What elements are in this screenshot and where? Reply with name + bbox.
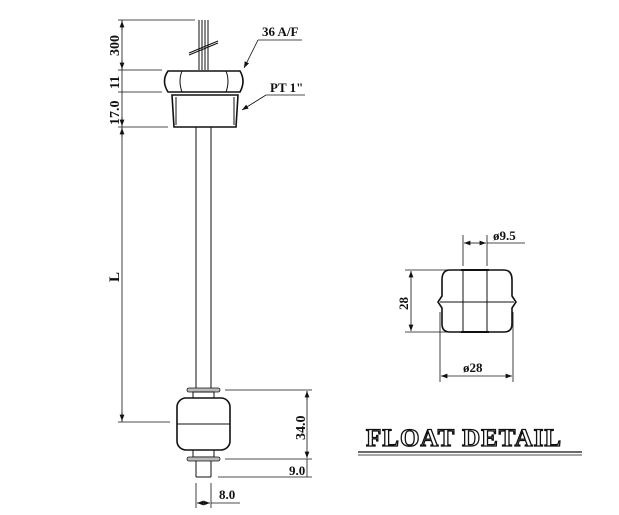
nut-size-label: 36 A/F bbox=[262, 24, 299, 39]
dim-thread-height: 17.0 bbox=[108, 101, 123, 126]
thread-body bbox=[171, 94, 239, 128]
float-detail-title: FLOAT DETAIL bbox=[366, 425, 562, 452]
float-span-dimension: 34.0 9.0 bbox=[218, 389, 312, 478]
stem-diameter-dimension: 8.0 bbox=[195, 483, 240, 508]
dim-float-span: 34.0 bbox=[294, 416, 309, 441]
stem bbox=[195, 127, 212, 388]
float-detail-view: ø9.5 28 ø28 bbox=[396, 228, 525, 382]
dim-tip-length: 9.0 bbox=[289, 463, 305, 478]
vertical-dimension-chain: 300 11 17.0 L bbox=[107, 19, 195, 423]
dim-cable-length: 300 bbox=[108, 35, 123, 56]
thread-spec-label: PT 1" bbox=[270, 80, 303, 95]
dim-outer-diameter: ø28 bbox=[463, 360, 483, 375]
dim-stem-length: L bbox=[107, 272, 123, 282]
cable-wires bbox=[188, 20, 219, 70]
float-assembly bbox=[176, 387, 231, 478]
dim-bore-diameter: ø9.5 bbox=[493, 228, 516, 243]
dim-nut-height: 11 bbox=[108, 76, 123, 89]
dim-stem-diameter: 8.0 bbox=[219, 487, 235, 502]
hex-nut bbox=[163, 70, 244, 93]
dim-float-height: 28 bbox=[396, 297, 411, 311]
